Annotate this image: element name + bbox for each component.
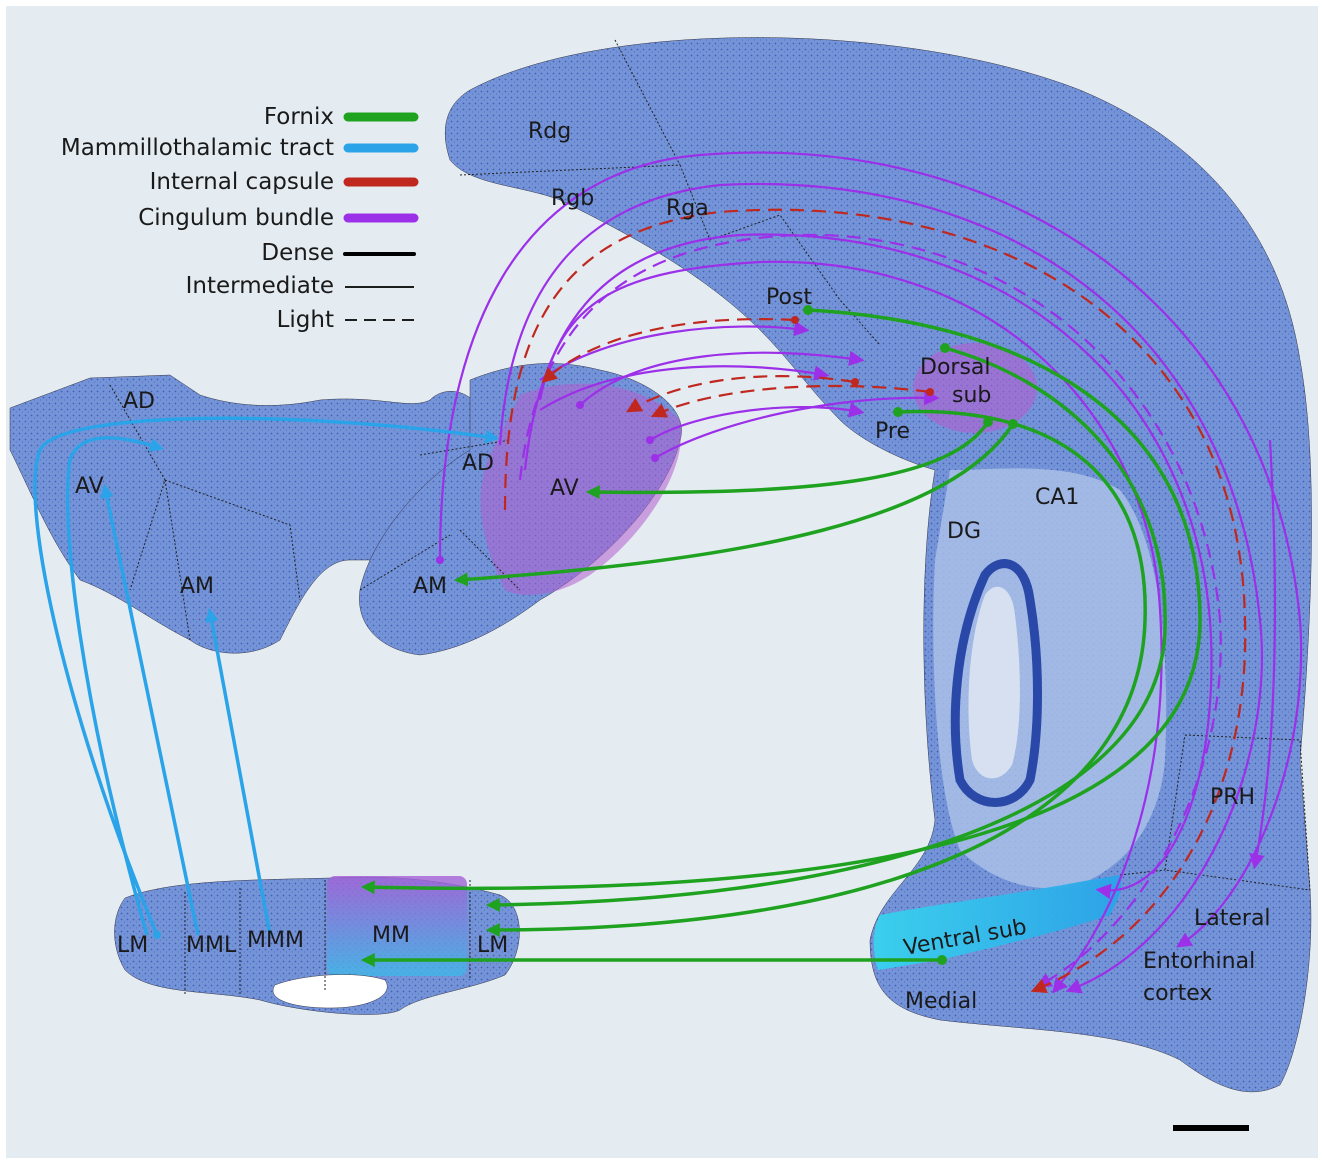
label-dorsal-sub-line1: Dorsal [920, 355, 991, 380]
mm-overlay [327, 876, 467, 976]
label-medial: Medial [905, 989, 977, 1014]
legend-dense-label: Dense [261, 240, 334, 266]
label-ca1: CA1 [1035, 485, 1079, 510]
ventral-sub-highlight [873, 875, 1122, 970]
label-av-left: AV [75, 474, 104, 499]
label-av-right: AV [550, 476, 579, 501]
mammillothalamic-paths [33, 416, 500, 936]
label-am-right: AM [413, 574, 447, 599]
legend-light-label: Light [277, 307, 334, 333]
label-entorhinal-line2: cortex [1143, 981, 1212, 1006]
label-lm-left: LM [117, 933, 148, 958]
legend-intermediate-label: Intermediate [186, 273, 334, 299]
label-rgb: Rgb [551, 186, 594, 211]
label-post: Post [766, 285, 812, 310]
label-rga: Rga [666, 196, 709, 221]
internal-capsule-paths [503, 208, 1247, 993]
origin-dots [153, 305, 1018, 965]
label-lateral: Lateral [1194, 906, 1271, 931]
label-pre: Pre [875, 419, 910, 444]
label-entorhinal-line1: Entorhinal [1143, 949, 1255, 974]
cingulum-bundle-light-paths [518, 233, 1222, 988]
legend-mammillothalamic-label: Mammillothalamic tract [61, 135, 334, 161]
label-ad-right: AD [462, 451, 494, 476]
cingulum-bundle-paths [438, 151, 1303, 994]
label-prh: PRH [1210, 785, 1255, 810]
legend-cingulum-label: Cingulum bundle [138, 205, 334, 231]
label-dorsal-sub-line2: sub [952, 383, 991, 408]
label-mm: MM [372, 923, 410, 948]
legend-internal-capsule-label: Internal capsule [150, 169, 334, 195]
label-dg: DG [947, 519, 981, 544]
label-am-left: AM [180, 574, 214, 599]
legend: Fornix Mammillothalamic tract Internal c… [61, 104, 419, 333]
label-mml: MML [186, 933, 237, 958]
label-lm-right: LM [477, 933, 508, 958]
mammillary-recess [272, 974, 388, 1009]
dentate-gyrus-band [950, 559, 1042, 807]
dentate-gyrus-core [968, 586, 1020, 779]
legend-fornix-label: Fornix [264, 104, 334, 130]
label-ad-left: AD [123, 389, 155, 414]
label-mmm: MMM [247, 928, 304, 953]
region-borders [109, 39, 1311, 995]
fornix-paths [360, 308, 1202, 967]
label-rdg: Rdg [528, 119, 571, 144]
